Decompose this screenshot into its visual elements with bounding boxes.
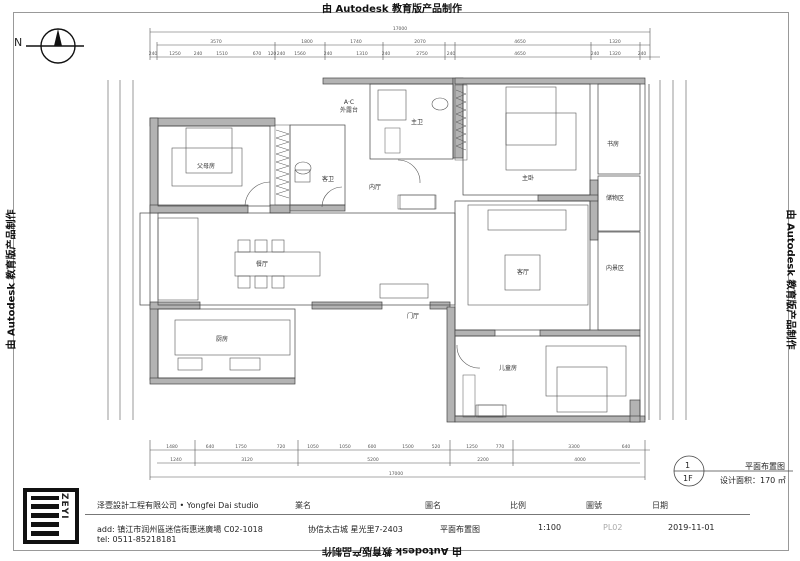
room-label-living: 客厅 <box>517 268 529 276</box>
dining-table <box>234 251 321 277</box>
drawing-frame <box>13 12 789 551</box>
room-label-study: 书房 <box>607 140 619 148</box>
dim-bottom-total: 17000 <box>389 471 403 477</box>
room-label-storage: 储物区 <box>606 194 624 202</box>
dim-label: 240 <box>591 51 600 57</box>
room-label-dining: 餐厅 <box>256 260 268 268</box>
dim-label: 1050 <box>307 444 319 450</box>
watermark-top: 由 Autodesk 教育版产品制作 <box>322 4 463 15</box>
dim-top-total: 17000 <box>393 26 407 32</box>
dim-label: 1750 <box>235 444 247 450</box>
scale-label: 比例 <box>510 501 526 510</box>
dim-label: 770 <box>496 444 505 450</box>
sofa <box>487 209 567 231</box>
dim-label: 1320 <box>609 39 621 45</box>
dim-label: 640 <box>622 444 631 450</box>
dim-label: 1240 <box>170 457 182 463</box>
dim-label: 240 <box>194 51 203 57</box>
dim-label: 520 <box>432 444 441 450</box>
dim-label: 1510 <box>216 51 228 57</box>
dim-label: 4650 <box>514 39 526 45</box>
title-block-divider <box>85 514 750 515</box>
dim-label: 670 <box>253 51 262 57</box>
drawing-no-value: PL02 <box>603 523 623 532</box>
dim-label: 240 <box>638 51 647 57</box>
company-tel: tel: 0511-85218181 <box>97 535 177 544</box>
room-label-master-bedroom: 主卧 <box>522 174 534 182</box>
dim-label: 600 <box>368 444 377 450</box>
dim-label: 4650 <box>514 51 526 57</box>
room-label-parents: 父母房 <box>197 162 215 170</box>
drawing-name-label: 圖名 <box>425 501 441 510</box>
date-label: 日期 <box>652 501 668 510</box>
dim-label: 720 <box>277 444 286 450</box>
dim-label: 240 <box>382 51 391 57</box>
dim-label: 3300 <box>568 444 580 450</box>
logo-text: ZEYI <box>59 493 69 520</box>
company-name: 泽壹設計工程有限公司 • Yongfei Dai studio <box>97 501 259 510</box>
scale-value: 1:100 <box>538 523 562 532</box>
dim-label: 240 <box>447 51 456 57</box>
room-label-foyer: 门厅 <box>407 312 419 320</box>
dim-label: 1310 <box>356 51 368 57</box>
room-label-inner-hall: 内厅 <box>369 183 381 191</box>
north-arrow-icon <box>26 28 84 64</box>
project-label: 業名 <box>295 501 311 510</box>
dim-label: 1050 <box>339 444 351 450</box>
outlines <box>139 83 650 420</box>
room-label-guest-bath: 客卫 <box>322 175 334 183</box>
dim-label: 1320 <box>609 51 621 57</box>
dim-label: 1250 <box>169 51 181 57</box>
room-label-ac: A·C <box>344 99 354 106</box>
drawing-tag-title: 平面布置图 <box>745 462 785 471</box>
dim-label: 3120 <box>241 457 253 463</box>
dim-label: 240 <box>149 51 158 57</box>
dim-label: 240 <box>277 51 286 57</box>
wardrobes <box>274 84 504 418</box>
dim-label: 4000 <box>574 457 586 463</box>
drawing-no-label: 圖號 <box>586 501 602 510</box>
dim-label: 3570 <box>210 39 222 45</box>
room-label-child: 儿童房 <box>499 364 517 372</box>
date-value: 2019-11-01 <box>668 523 715 532</box>
room-label-kitchen: 厨房 <box>216 335 228 343</box>
drawing-tag-floor: 1F <box>683 474 693 483</box>
company-address: add: 镇江市润州區迷信街惠迷廣場 C02-1018 <box>97 525 263 534</box>
company-logo: ZEYI <box>23 488 79 544</box>
dimension-lines <box>107 28 687 480</box>
child-bed <box>556 366 608 413</box>
dim-label: 240 <box>324 51 333 57</box>
dim-label: 2200 <box>477 457 489 463</box>
walls <box>149 77 646 423</box>
dim-label: 640 <box>206 444 215 450</box>
room-label-balcony: 外露台 <box>340 106 358 114</box>
drawing-tag-area: 设计面积：170 ㎡ <box>720 476 786 485</box>
drawing-name-value: 平面布置图 <box>440 525 480 534</box>
dim-label: 2750 <box>416 51 428 57</box>
dim-label: 1250 <box>466 444 478 450</box>
dim-label: 1500 <box>402 444 414 450</box>
drawing-tag-number: 1 <box>685 461 691 470</box>
north-label: N <box>14 36 23 49</box>
room-label-inner-view: 内景区 <box>606 264 624 272</box>
parents-bed <box>185 127 233 174</box>
drawing-tag <box>673 455 793 487</box>
room-label-master-bath: 主卫 <box>411 118 423 126</box>
dim-label: 2070 <box>414 39 426 45</box>
furniture <box>157 86 627 418</box>
dim-label: 1800 <box>301 39 313 45</box>
coffee-table <box>504 254 541 291</box>
dim-label: 5200 <box>367 457 379 463</box>
master-bed <box>505 86 557 146</box>
dim-label: 1560 <box>294 51 306 57</box>
dim-label: 120 <box>268 51 277 57</box>
dim-label: 1740 <box>350 39 362 45</box>
project-value: 协信太古城 星光里7-2403 <box>308 525 403 534</box>
dim-label: 1480 <box>166 444 178 450</box>
